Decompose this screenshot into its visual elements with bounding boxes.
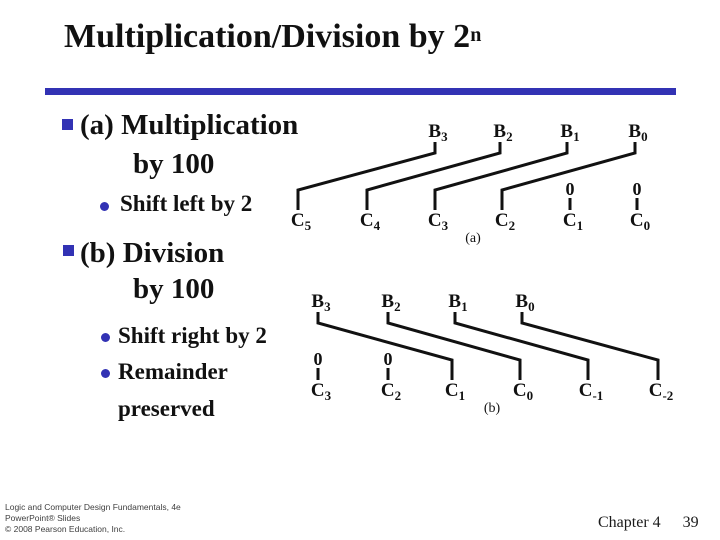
source-bit-label: B3: [428, 121, 448, 144]
source-bit-label: B1: [448, 291, 467, 314]
bullet-b-heading-line1: (b) Division: [80, 237, 225, 269]
result-bit-label: C0: [630, 210, 650, 233]
result-bit-label: C-2: [649, 380, 674, 403]
bullet-b-heading-line2: by 100: [133, 273, 215, 305]
chapter-label: Chapter 4: [598, 514, 661, 531]
bullet-b-sub2-line1: Remainder: [118, 359, 228, 384]
page-title-text: Multiplication/Division by 2: [64, 18, 471, 55]
bullet-square-icon: [62, 119, 73, 130]
bullet-round-icon: [100, 202, 109, 211]
result-bit-label: C1: [445, 380, 465, 403]
bullet-a-heading-line1: (a) Multiplication: [80, 109, 299, 141]
bullet-a-heading-line2: by 100: [133, 148, 215, 180]
result-bit-label: C3: [428, 210, 449, 233]
zero-fill-label: 0: [314, 349, 323, 369]
source-bit-label: B2: [381, 291, 400, 314]
shift-connector-line: [453, 312, 590, 380]
source-bit-label: B0: [628, 121, 647, 144]
shift-connector-line: [386, 312, 522, 380]
footer-credit-line: © 2008 Pearson Education, Inc.: [5, 524, 126, 534]
shift-connector-line: [433, 142, 569, 210]
result-bit-label: C5: [291, 210, 312, 233]
footer-chapter: Chapter 4 39: [598, 514, 699, 532]
diagram-caption: (b): [484, 401, 501, 416]
bullet-round-icon: [101, 333, 110, 342]
diagram-caption: (a): [465, 231, 481, 246]
source-bit-label: B1: [560, 121, 579, 144]
source-bit-label: B3: [311, 291, 331, 314]
bullet-b-sub2-line2: preserved: [118, 396, 215, 421]
result-bit-label: C0: [513, 380, 533, 403]
footer-credit-line: Logic and Computer Design Fundamentals, …: [5, 502, 181, 512]
source-bit-label: B2: [493, 121, 512, 144]
shift-connector-line: [500, 142, 637, 210]
shift-connector-line: [296, 142, 437, 210]
shift-connector-line: [365, 142, 502, 210]
source-bit-label: B0: [515, 291, 534, 314]
page-number: 39: [682, 514, 699, 531]
result-bit-label: C1: [563, 210, 583, 233]
footer-credits: Logic and Computer Design Fundamentals, …: [5, 502, 181, 535]
result-bit-label: C3: [311, 380, 332, 403]
title-divider-rule: [45, 88, 676, 95]
shift-connector-line: [316, 312, 454, 380]
result-bit-label: C-1: [579, 380, 604, 403]
title-exponent: n: [470, 24, 482, 46]
shift-connector-line: [520, 312, 660, 380]
result-bit-label: C2: [495, 210, 515, 233]
zero-fill-label: 0: [633, 179, 642, 199]
result-bit-label: C4: [360, 210, 381, 233]
zero-fill-label: 0: [566, 179, 575, 199]
zero-fill-label: 0: [384, 349, 393, 369]
bullet-a-sub1: Shift left by 2: [120, 191, 253, 216]
bullet-b-sub1: Shift right by 2: [118, 323, 267, 348]
bullet-round-icon: [101, 369, 110, 378]
bullet-square-icon: [63, 245, 74, 256]
footer-credit-line: PowerPoint® Slides: [5, 513, 81, 523]
page-title: Multiplication/Division by 2n: [64, 20, 481, 54]
result-bit-label: C2: [381, 380, 401, 403]
